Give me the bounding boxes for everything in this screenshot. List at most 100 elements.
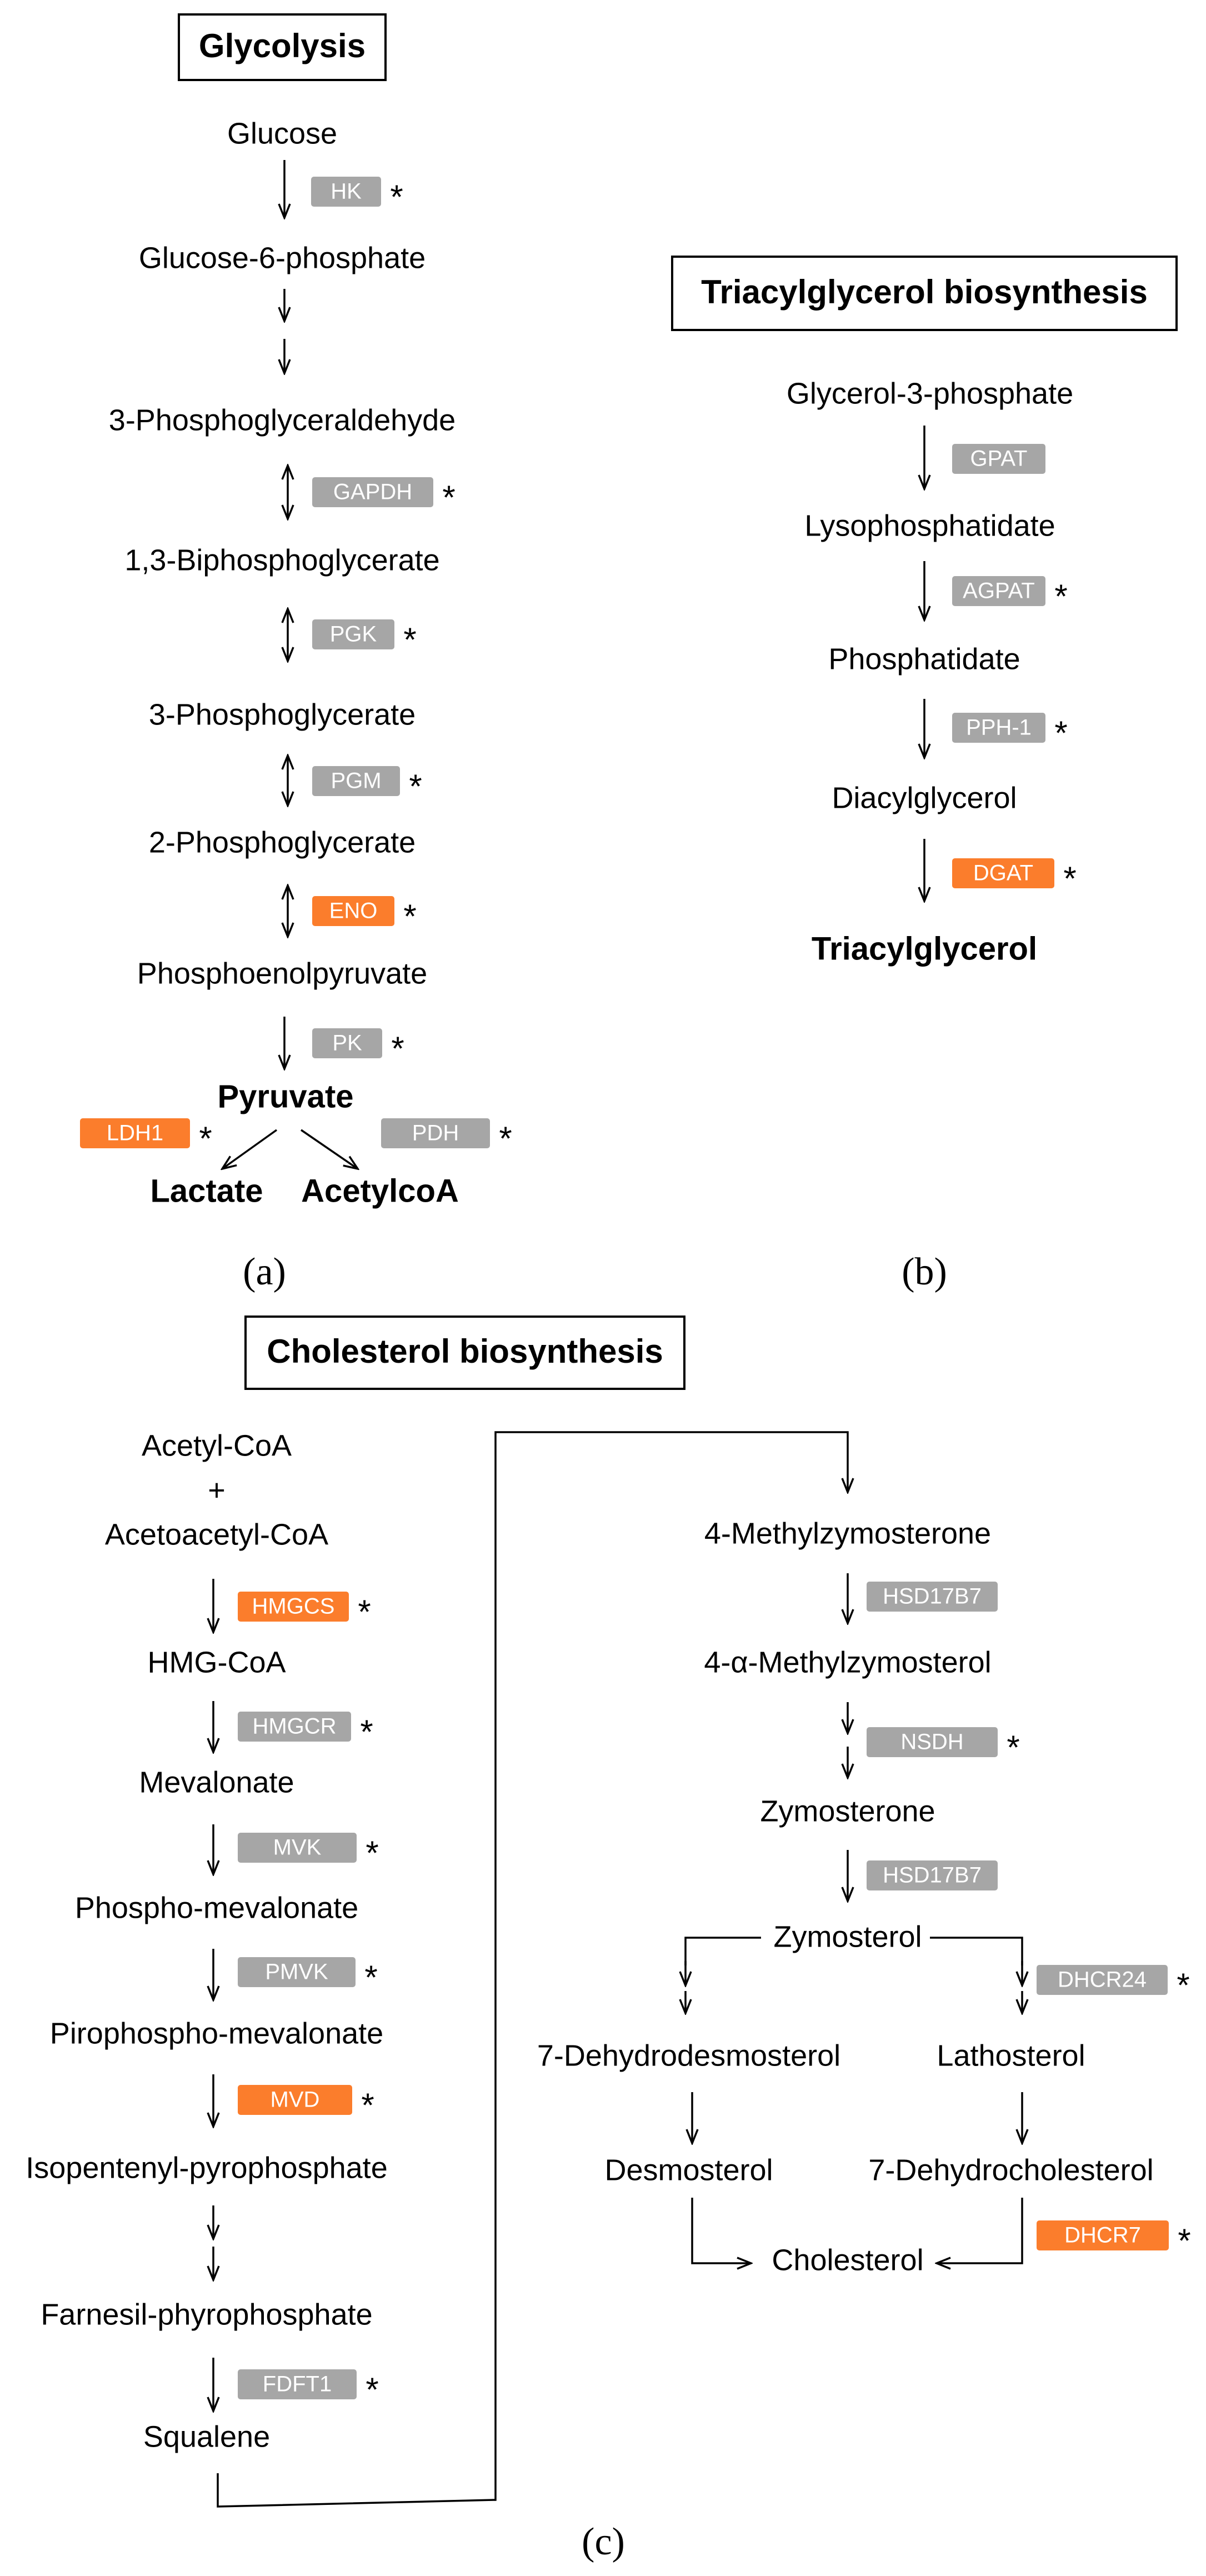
enzyme-dhcr7-asterisk: *: [1178, 2222, 1190, 2259]
enzyme-mvd-badge: [238, 2085, 352, 2115]
metabolite-zymosterone: Zymosterone: [760, 1794, 935, 1828]
metabolite-squalene: Squalene: [143, 2420, 270, 2453]
enzyme-hmgcs-label: HMGCS: [252, 1594, 335, 1619]
enzyme-agpat-asterisk: *: [1054, 578, 1067, 615]
enzyme-nsdh-asterisk: *: [1007, 1729, 1019, 1766]
metabolite-diacylglycerol: Diacylglycerol: [832, 781, 1017, 814]
enzyme-eno-badge: [312, 896, 394, 926]
cholesterol-title-frame: [244, 1315, 685, 1390]
panel-label-b: (b): [902, 1251, 947, 1293]
enzyme-pgk-asterisk: *: [403, 621, 416, 658]
enzyme-eno-label: ENO: [329, 899, 378, 923]
metabolite-phospho-mevalonate: Phospho-mevalonate: [75, 1891, 358, 1924]
enzyme-gapdh-label: GAPDH: [333, 480, 412, 504]
arrow-dehydrocholesterol-cholesterol: [937, 2198, 1023, 2263]
enzyme-hmgcr-label: HMGCR: [252, 1714, 336, 1739]
enzyme-pdh-badge: [381, 1118, 490, 1148]
metabolite-glucose: Glucose: [227, 117, 337, 150]
enzyme-pk-badge: [312, 1028, 382, 1058]
enzyme-pmvk-badge: [238, 1957, 356, 1987]
metabolite-lactate: Lactate: [150, 1173, 263, 1209]
enzyme-mvd-label: MVD: [271, 2088, 320, 2112]
branch-right-top: [930, 1937, 1023, 1965]
enzyme-mvd-asterisk: *: [361, 2087, 374, 2124]
cholesterol-title: Cholesterol biosynthesis: [267, 1333, 663, 1370]
metabolite-4-alpha-methylzymosterol: 4-α-Methylzymosterol: [704, 1645, 991, 1679]
metabolite-pyruvate: Pyruvate: [217, 1078, 353, 1114]
enzyme-agpat-badge: [952, 576, 1045, 606]
enzyme-nsdh-label: NSDH: [900, 1730, 963, 1754]
enzyme-hmgcr-badge: [238, 1712, 351, 1742]
enzyme-dgat-badge: [952, 858, 1054, 888]
enzyme-pph-1-asterisk: *: [1054, 714, 1067, 752]
enzyme-gpat-label: GPAT: [970, 447, 1028, 471]
enzyme-hmgcr-asterisk: *: [360, 1713, 373, 1750]
enzyme-hsd17b7-badge: [867, 1582, 998, 1612]
enzyme-eno-asterisk: *: [403, 898, 416, 935]
triacylglycerol-title-frame: [671, 256, 1178, 331]
enzyme-pgm-badge: [312, 766, 400, 796]
metabolite-triacylglycerol: Triacylglycerol: [812, 931, 1037, 967]
arrow-pyruvate-acetylcoa: [301, 1129, 358, 1169]
enzyme-agpat-label: AGPAT: [963, 579, 1035, 603]
metabolite-isopentenyl-pyrophosphate: Isopentenyl-pyrophosphate: [26, 2151, 387, 2184]
connector-squalene-to-right-column: [217, 1431, 848, 2508]
enzyme-dgat-label: DGAT: [973, 861, 1033, 886]
metabolite-4-methylzymosterone: 4-Methylzymosterone: [704, 1517, 991, 1550]
metabolite-pirophospho-mevalonate: Pirophospho-mevalonate: [50, 2017, 383, 2050]
metabolite-glucose-6-phosphate: Glucose-6-phosphate: [139, 241, 426, 274]
enzyme-pgm-label: PGM: [331, 769, 381, 793]
enzyme-fdft1-label: FDFT1: [263, 2372, 332, 2397]
enzyme-mvk-label: MVK: [273, 1835, 322, 1860]
enzyme-pph-1-badge: [952, 713, 1045, 743]
enzyme-dhcr7-badge: [1037, 2220, 1169, 2250]
enzyme-ldh1-badge: [80, 1118, 190, 1148]
glycolysis-title: Glycolysis: [199, 27, 366, 64]
enzyme-hk-label: HK: [331, 179, 362, 204]
enzyme-fdft1-badge: [238, 2369, 357, 2399]
enzyme-hmgcs-badge: [238, 1592, 349, 1622]
enzyme-pph-1-label: PPH-1: [966, 716, 1032, 740]
enzyme-pmvk-label: PMVK: [265, 1960, 328, 1984]
arrow-pyruvate-lactate: [222, 1129, 278, 1169]
metabolite-7-dehydrocholesterol: 7-Dehydrocholesterol: [868, 2153, 1153, 2187]
metabolite-farnesil-phyrophosphate: Farnesil-phyrophosphate: [41, 2298, 372, 2331]
enzyme-mvk-asterisk: *: [366, 1834, 378, 1872]
plus-sign: +: [208, 1473, 226, 1507]
enzyme-pgm-asterisk: *: [409, 768, 422, 805]
metabolite-desmosterol: Desmosterol: [604, 2153, 773, 2187]
enzyme-dhcr24-asterisk: *: [1177, 1967, 1189, 2004]
enzyme-ldh1-asterisk: *: [199, 1120, 212, 1157]
enzyme-pdh-asterisk: *: [499, 1120, 512, 1157]
metabolite-lysophosphatidate: Lysophosphatidate: [804, 509, 1055, 542]
metabolite-1-3-biphosphoglycerate: 1,3-Biphosphoglycerate: [124, 543, 439, 577]
metabolite-phosphoenolpyruvate: Phosphoenolpyruvate: [137, 957, 427, 990]
enzyme-hk-badge: [311, 177, 381, 207]
enzyme-pk-asterisk: *: [391, 1030, 404, 1067]
enzyme-pk-label: PK: [332, 1031, 362, 1056]
panel-label-a: (a): [243, 1251, 286, 1293]
triacylglycerol-title: Triacylglycerol biosynthesis: [701, 273, 1148, 311]
enzyme-dhcr7-label: DHCR7: [1064, 2223, 1141, 2248]
enzyme-gapdh-badge: [312, 477, 433, 507]
metabolite-3-phosphoglyceraldehyde: 3-Phosphoglyceraldehyde: [109, 403, 456, 437]
enzyme-hk-asterisk: *: [390, 178, 403, 216]
enzyme-pgk-label: PGK: [330, 622, 377, 647]
arrow-desmosterol-cholesterol: [691, 2198, 751, 2263]
metabolite-hmg-coa: HMG-CoA: [147, 1645, 286, 1679]
enzyme-pmvk-asterisk: *: [364, 1959, 377, 1996]
enzyme-dhcr24-badge: [1037, 1965, 1168, 1995]
enzyme-ldh1-label: LDH1: [107, 1121, 163, 1146]
metabolite-lathosterol: Lathosterol: [937, 2039, 1085, 2072]
metabolite-mevalonate: Mevalonate: [139, 1765, 294, 1799]
metabolite-cholesterol: Cholesterol: [772, 2243, 923, 2277]
enzyme-hmgcs-asterisk: *: [358, 1593, 371, 1630]
metabolite-7-dehydrodesmosterol: 7-Dehydrodesmosterol: [537, 2039, 840, 2072]
enzyme-dhcr24-label: DHCR24: [1058, 1968, 1147, 1992]
enzyme-fdft1-asterisk: *: [366, 2371, 378, 2408]
metabolite-glycerol-3-phosphate: Glycerol-3-phosphate: [787, 377, 1073, 410]
metabolite-acetoacetyl-coa: Acetoacetyl-CoA: [105, 1518, 328, 1551]
enzyme-hsd17b7-badge: [867, 1860, 998, 1890]
enzyme-gpat-badge: [952, 444, 1045, 474]
